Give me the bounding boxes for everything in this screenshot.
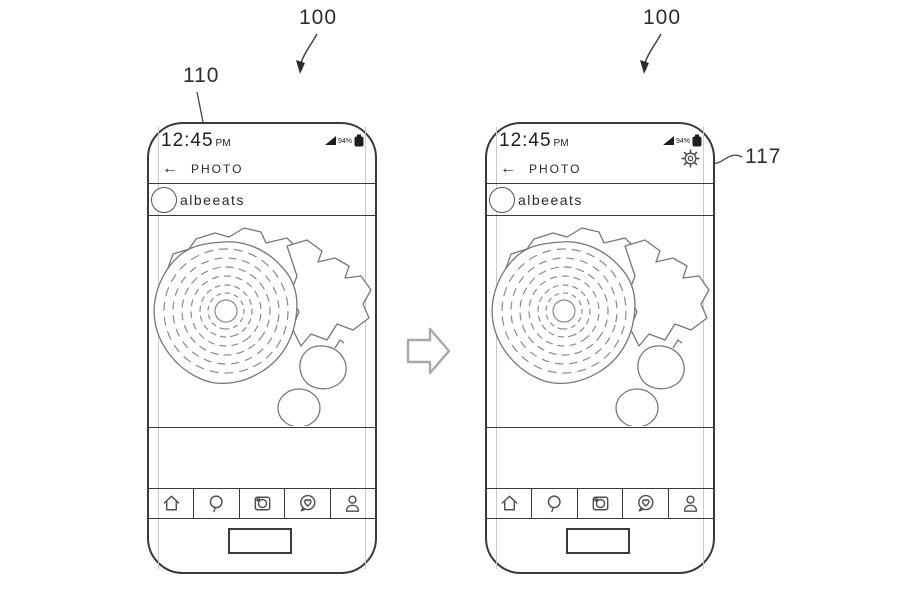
nav-profile[interactable] xyxy=(667,489,713,518)
battery-percent: 94% xyxy=(337,138,352,145)
apple-sketch xyxy=(637,345,685,390)
egg-sketch xyxy=(277,388,321,426)
bottom-nav-bar xyxy=(149,488,375,519)
username: albeeats xyxy=(180,191,245,208)
leader-line-110 xyxy=(196,91,204,123)
leader-arrow-100-right xyxy=(644,33,662,64)
nav-search[interactable] xyxy=(193,489,238,518)
back-arrow-icon[interactable]: ← xyxy=(500,159,516,177)
spiral-swirl xyxy=(163,248,289,374)
avatar[interactable] xyxy=(151,186,177,213)
time-value: 12:45 xyxy=(161,129,214,151)
page-title: PHOTO xyxy=(529,161,582,176)
avatar[interactable] xyxy=(489,186,515,213)
search-icon xyxy=(547,495,561,513)
camera-icon xyxy=(254,496,270,511)
food-sketch xyxy=(153,227,372,426)
apple-sketch xyxy=(299,345,347,390)
leader-line-117 xyxy=(710,154,743,164)
signal-icon xyxy=(324,136,336,145)
apple-stem xyxy=(334,339,345,349)
spiral-dish-outline xyxy=(153,241,298,384)
signal-icon xyxy=(662,136,674,145)
screen-edge-line xyxy=(703,127,704,569)
search-icon xyxy=(209,495,223,513)
photo-header: ← PHOTO xyxy=(149,154,375,184)
screen-edge-line xyxy=(496,127,497,569)
meridiem: PM xyxy=(215,137,231,149)
caption-area xyxy=(487,428,713,488)
battery-icon xyxy=(354,134,364,147)
activity-heart-icon xyxy=(637,494,654,512)
home-icon xyxy=(163,495,180,511)
username: albeeats xyxy=(518,191,583,208)
nav-activity[interactable] xyxy=(622,489,667,518)
caption-area xyxy=(149,428,375,488)
lettuce-leaf-right xyxy=(624,239,710,347)
settings-gear-icon[interactable] xyxy=(680,148,701,169)
activity-heart-icon xyxy=(299,494,316,512)
post-user-row: albeeats xyxy=(149,184,375,216)
nav-home[interactable] xyxy=(487,489,531,518)
post-photo[interactable] xyxy=(149,216,375,428)
ref-label-110: 110 xyxy=(183,64,220,87)
bottom-nav-bar xyxy=(487,488,713,519)
home-button[interactable] xyxy=(228,528,292,554)
post-user-row: albeeats xyxy=(487,184,713,216)
meridiem: PM xyxy=(553,137,569,149)
ref-label-117: 117 xyxy=(745,145,782,168)
home-button[interactable] xyxy=(566,528,630,554)
time-value: 12:45 xyxy=(499,129,552,151)
status-icons: 94% xyxy=(324,134,364,147)
battery-icon xyxy=(692,134,702,147)
egg-sketch xyxy=(615,388,659,426)
nav-activity[interactable] xyxy=(284,489,329,518)
profile-icon xyxy=(684,495,698,512)
arrowhead-100-right xyxy=(640,60,649,74)
screen-edge-line xyxy=(365,127,366,569)
nav-camera[interactable] xyxy=(576,489,622,518)
post-photo[interactable] xyxy=(487,216,713,428)
nav-home[interactable] xyxy=(149,489,193,518)
page-title: PHOTO xyxy=(191,161,244,176)
nav-search[interactable] xyxy=(531,489,576,518)
arrowhead-100-left xyxy=(296,60,305,74)
profile-icon xyxy=(346,495,360,512)
back-arrow-icon[interactable]: ← xyxy=(162,159,178,177)
screen-edge-line xyxy=(158,127,159,569)
ref-label-100-right: 100 xyxy=(643,6,682,29)
battery-percent: 94% xyxy=(675,138,690,145)
leader-arrow-100-left xyxy=(300,33,318,64)
nav-profile[interactable] xyxy=(329,489,375,518)
food-sketch xyxy=(491,227,710,426)
lettuce-leaf-right xyxy=(286,239,372,347)
camera-icon xyxy=(592,496,608,511)
home-icon xyxy=(501,495,518,511)
apple-stem xyxy=(672,339,683,349)
status-icons: 94% xyxy=(662,134,702,147)
photo-header: ← PHOTO xyxy=(487,154,713,184)
nav-camera[interactable] xyxy=(238,489,284,518)
spiral-dish-outline xyxy=(491,241,636,384)
ref-label-100-left: 100 xyxy=(299,6,338,29)
transition-block-arrow xyxy=(406,327,451,375)
